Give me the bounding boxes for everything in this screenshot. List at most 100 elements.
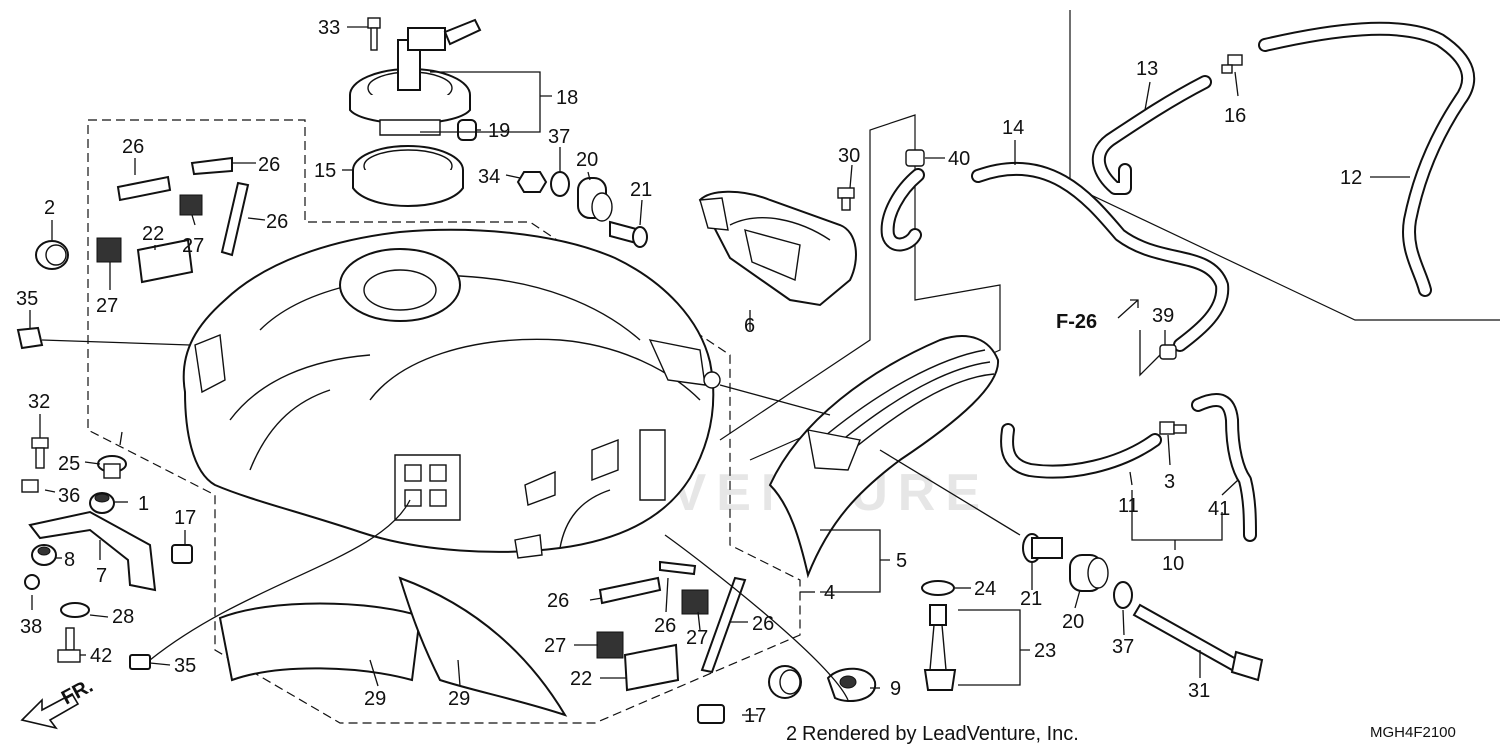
reference-f-26: F-26	[1056, 311, 1097, 333]
diagram-code: MGH4F2100	[1370, 724, 1456, 741]
vent-hose-frame	[1069, 10, 1500, 321]
callout-21-upper: 21	[630, 179, 652, 201]
leader-lines	[29, 26, 1410, 716]
clip-35-lower[interactable]	[129, 654, 151, 670]
callout-16: 16	[1224, 105, 1246, 127]
collar-21-upper[interactable]	[609, 220, 648, 248]
collar-25[interactable]	[97, 455, 127, 479]
bolt-33[interactable]	[367, 17, 381, 51]
callout-14: 14	[1002, 117, 1024, 139]
callout-numbers: 33 18 19 15 34 37 20 21 26 26 26 27 22 2…	[16, 17, 1362, 745]
callout-19: 19	[488, 120, 510, 142]
callout-9: 9	[890, 678, 901, 700]
joint-16[interactable]	[1221, 54, 1243, 74]
hose-41[interactable]	[1191, 393, 1257, 542]
pad-26-3[interactable]	[220, 181, 250, 257]
pad-27-2[interactable]	[96, 237, 122, 263]
callout-15: 15	[314, 160, 336, 182]
collar-21-lower[interactable]	[1022, 533, 1063, 563]
callout-27-c: 27	[686, 627, 708, 649]
washer-37-lower[interactable]	[1113, 581, 1133, 609]
hose-14[interactable]	[880, 161, 1230, 352]
pad-26-1[interactable]	[116, 175, 172, 202]
callout-31: 31	[1188, 680, 1210, 702]
callout-23: 23	[1034, 640, 1056, 662]
hose-13[interactable]	[1091, 75, 1212, 195]
callout-25: 25	[58, 453, 80, 475]
callout-26-e: 26	[654, 615, 676, 637]
pad-22-lower[interactable]	[623, 643, 680, 692]
clip-17-left[interactable]	[171, 544, 193, 564]
fuel-cap-ring[interactable]	[352, 145, 464, 207]
pad-22-upper[interactable]	[136, 238, 194, 284]
nut-34[interactable]	[516, 171, 548, 193]
clip-17-lower[interactable]	[697, 704, 725, 724]
clip-39[interactable]	[1159, 344, 1177, 360]
callout-37-upper: 37	[548, 126, 570, 148]
bolt-32[interactable]	[31, 437, 49, 469]
bolt-30[interactable]	[837, 187, 855, 211]
bolt-42[interactable]	[57, 627, 81, 663]
callout-32: 32	[28, 391, 50, 413]
grommet-2-lower[interactable]	[768, 665, 802, 699]
callout-2-upper: 2	[44, 197, 55, 219]
fuel-cap-assembly[interactable]	[349, 18, 482, 136]
callout-26-c: 26	[266, 211, 288, 233]
joint-3[interactable]	[1159, 421, 1187, 435]
callout-7: 7	[96, 565, 107, 587]
callout-37-lower: 37	[1112, 636, 1134, 658]
nut-38[interactable]	[24, 574, 40, 590]
pad-27-1[interactable]	[179, 194, 203, 216]
callout-26-d: 26	[547, 590, 569, 612]
washer-24[interactable]	[921, 580, 955, 596]
grommet-1[interactable]	[89, 492, 115, 514]
callout-36: 36	[58, 485, 80, 507]
callout-28: 28	[112, 606, 134, 628]
grommet-2-upper[interactable]	[35, 240, 69, 270]
hose-11[interactable]	[1000, 423, 1162, 479]
tank-bracket-6[interactable]	[698, 190, 857, 307]
callout-18: 18	[556, 87, 578, 109]
collar-20-lower[interactable]	[1069, 554, 1109, 592]
cushion-19[interactable]	[457, 119, 477, 141]
collar-20-upper[interactable]	[577, 177, 613, 222]
sheet-29-left[interactable]	[218, 602, 422, 682]
stay-7[interactable]	[28, 510, 157, 592]
callout-8: 8	[64, 549, 75, 571]
reference-arrow-icon	[1117, 299, 1139, 319]
pad-26-6[interactable]	[700, 576, 747, 674]
callout-20-lower: 20	[1062, 611, 1084, 633]
callout-33: 33	[318, 17, 340, 39]
pad-26-5[interactable]	[659, 560, 697, 576]
callout-3: 3	[1164, 471, 1175, 493]
callout-26-f: 26	[752, 613, 774, 635]
tank-side-cover[interactable]	[768, 335, 1000, 579]
callout-21-lower: 21	[1020, 588, 1042, 610]
pad-27-3[interactable]	[681, 589, 709, 615]
hose-12[interactable]	[1258, 21, 1476, 297]
callout-11: 11	[1118, 495, 1139, 517]
callout-1: 1	[138, 493, 149, 515]
bracket-frame	[719, 114, 1001, 461]
bolt-31[interactable]	[1132, 603, 1264, 682]
pad-26-4[interactable]	[598, 576, 662, 605]
render-credit: Rendered by LeadVenture, Inc.	[802, 723, 1079, 745]
clip-40[interactable]	[905, 149, 925, 167]
callout-4: 4	[824, 582, 835, 604]
callout-24: 24	[974, 578, 996, 600]
callout-42: 42	[90, 645, 112, 667]
bolt-36[interactable]	[21, 479, 39, 493]
nut-8[interactable]	[31, 544, 57, 566]
washer-28[interactable]	[60, 602, 90, 618]
callout-29-left: 29	[364, 688, 386, 710]
damper-9[interactable]	[826, 667, 877, 702]
washer-37-upper[interactable]	[550, 171, 570, 197]
fuel-sensor-23[interactable]	[923, 604, 957, 691]
clip-35-upper[interactable]	[16, 326, 44, 350]
sheet-29-right[interactable]	[398, 576, 568, 717]
callout-34: 34	[478, 166, 500, 188]
pad-27-4[interactable]	[596, 631, 624, 659]
pad-26-2[interactable]	[190, 156, 233, 176]
fuel-tank[interactable]	[182, 228, 721, 559]
callout-17-left: 17	[174, 507, 196, 529]
